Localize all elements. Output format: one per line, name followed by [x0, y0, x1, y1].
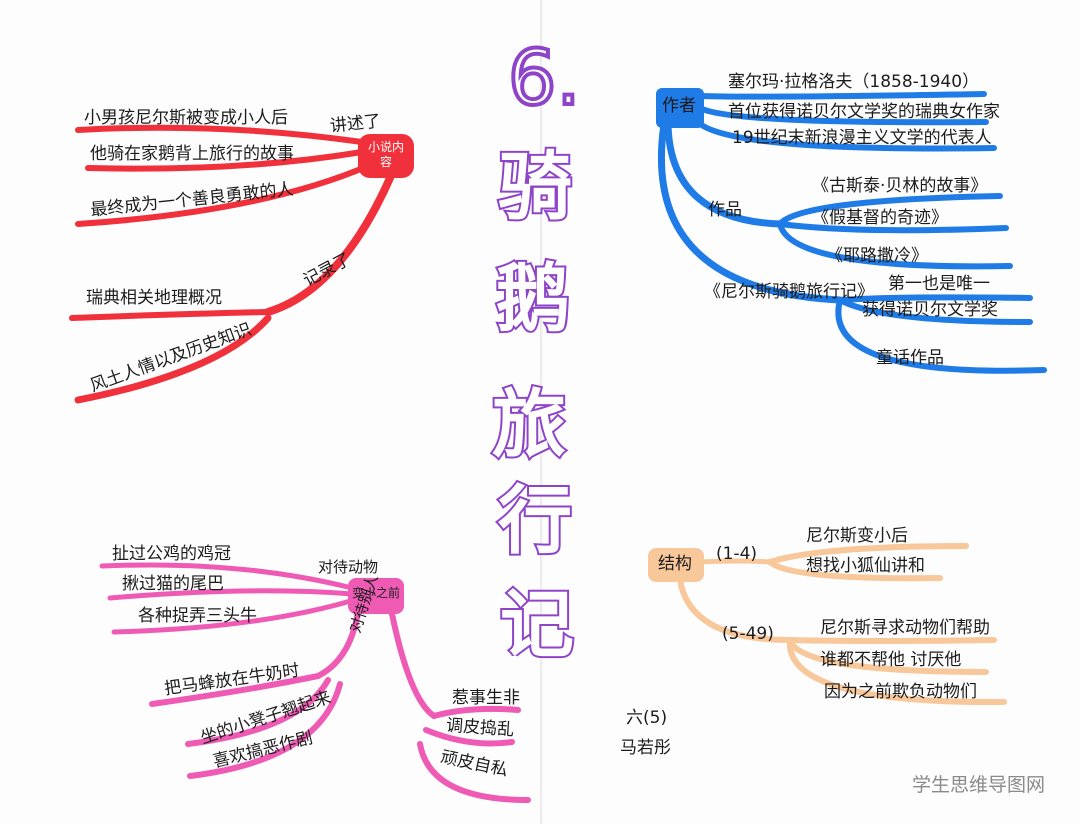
structure-part1-item-1: 尼尔斯变小后 [806, 526, 908, 546]
structure-branches [677, 543, 1007, 706]
author-item-2: 首位获得诺贝尔文学奖的瑞典女作家 [728, 102, 1000, 122]
author-note-1 [837, 294, 1033, 303]
author-note-2 [837, 297, 1033, 325]
content-branch-record-2 [74, 314, 272, 404]
author-note-1: 第一也是唯一 [888, 274, 990, 294]
before-trait-2: 调皮捣乱 [445, 715, 515, 741]
signature-name: 马若彤 [620, 738, 671, 758]
structure-part2-link [677, 577, 793, 643]
structure-part1-item-2 [767, 559, 943, 582]
signature-class: 六(5) [626, 708, 668, 728]
before-link-animals: 对待动物 [318, 558, 379, 576]
author-main-work: 《尼尔斯骑鹅旅行记》 [704, 282, 874, 302]
author-note-3 [835, 297, 1047, 374]
paper-fold [540, 0, 543, 824]
structure-part2-item-3: 因为之前欺负动物们 [824, 682, 977, 702]
structure-part2-range: (5-49) [722, 624, 774, 644]
title-char-4: 行 [496, 478, 574, 564]
author-note-3: 童话作品 [876, 348, 944, 368]
content-record-1: 瑞典相关地理概况 [86, 288, 222, 308]
structure-part1-item-1 [767, 543, 969, 565]
content-story-1: 小男孩尼尔斯被变成小人后 [84, 108, 288, 128]
author-item-3: 19世纪末新浪漫主义文学的代表人 [732, 128, 992, 148]
title-char-3: 旅 [490, 382, 568, 468]
author-branches [657, 91, 1047, 374]
author-center-box [656, 88, 704, 128]
before-animal-3 [111, 597, 357, 635]
content-branch-record-1 [69, 309, 271, 321]
content-branch-story-3 [75, 163, 371, 227]
title-char-2: 鹅 [494, 256, 572, 342]
structure-part2-item-2: 谁都不帮他 讨厌他 [820, 650, 962, 670]
before-center-label: 变小之前 [352, 586, 401, 600]
structure-part2-item-2 [787, 637, 989, 675]
author-work-2: 《假基督的奇迹》 [812, 208, 948, 228]
content-center-label: 小说内容 [367, 140, 404, 169]
author-work-1: 《古斯泰·贝林的故事》 [812, 176, 988, 196]
author-note-2: 获得诺贝尔文学奖 [862, 300, 998, 320]
watermark: 学生思维导图网 [912, 774, 1046, 796]
author-work-2 [777, 221, 1009, 234]
content-branch-record [264, 174, 394, 316]
author-item-3 [693, 117, 997, 152]
content-story-2: 他骑在家鹅背上旅行的故事 [90, 144, 294, 164]
content-branch-story-1 [75, 124, 365, 145]
author-mainwork-link [657, 120, 844, 304]
before-trait-2 [423, 727, 515, 747]
before-branches [99, 562, 531, 803]
before-animal-2 [107, 588, 355, 601]
title-char-1: 骑 [496, 144, 574, 230]
author-work-1 [777, 193, 1003, 227]
before-people-3 [187, 681, 343, 779]
author-work-3 [777, 221, 1013, 270]
title-number: 6. [506, 33, 582, 122]
structure-part2-item-3 [786, 637, 1007, 706]
before-people-link [315, 609, 361, 679]
author-works-label: 作品 [708, 200, 742, 220]
structure-part1-link [697, 558, 773, 565]
structure-center-box [648, 548, 704, 582]
before-trait-1: 惹事生非 [452, 688, 520, 708]
before-people-2 [185, 677, 331, 747]
author-item-2 [697, 105, 989, 126]
title-char-5: 记 [498, 582, 576, 668]
before-animal-3: 各种捉弄三头牛 [138, 606, 257, 626]
before-trait-3 [417, 741, 531, 803]
before-trait-1 [431, 705, 521, 719]
before-center-box [348, 578, 404, 614]
before-people-1 [149, 673, 321, 707]
author-item-1 [697, 91, 987, 100]
structure-part1-range: (1-4) [716, 544, 758, 564]
before-animal-1: 扯过公鸡的鸡冠 [112, 544, 231, 564]
before-animal-1 [99, 562, 355, 591]
structure-center-label: 结构 [658, 554, 692, 574]
content-branch-story-2 [85, 149, 365, 172]
author-center-label: 作者 [662, 96, 696, 116]
content-branches [69, 124, 394, 404]
structure-part2-item-1: 尼尔斯寻求动物们帮助 [820, 618, 990, 638]
content-center-box [358, 134, 414, 178]
author-work-3: 《耶路撒冷》 [826, 246, 928, 266]
before-animal-2: 揪过猫的尾巴 [122, 574, 224, 594]
author-works-link [664, 120, 784, 228]
structure-part2-item-1 [787, 637, 997, 644]
before-traits-link [389, 611, 437, 719]
structure-part1-item-2: 想找小狐仙讲和 [806, 556, 925, 576]
author-item-1: 塞尔玛·拉格洛夫（1858-1940） [728, 72, 980, 92]
